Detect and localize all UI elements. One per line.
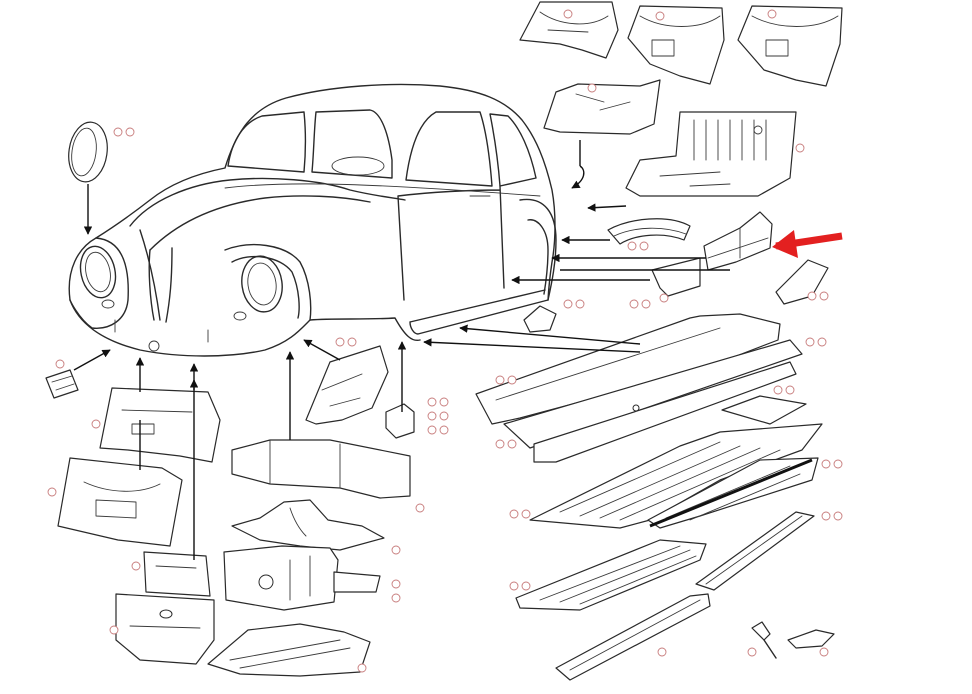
- rear-apron-3-part: [737, 5, 843, 87]
- floor-plate-small-part: [721, 395, 807, 425]
- rear-apron-1-part: [519, 1, 619, 59]
- floor-pan-half-part: [515, 539, 711, 681]
- running-board-bracket-part: [651, 257, 701, 297]
- highlight-arrowhead: [772, 230, 798, 258]
- front-beam-panel-part: [143, 551, 211, 597]
- front-floor-lower-part: [115, 593, 215, 665]
- heater-channel-end-highlighted-part: [703, 211, 773, 271]
- rear-inner-panel-part: [543, 79, 661, 135]
- heater-channel-long-part: [475, 313, 781, 425]
- frame-head-block-part: [223, 545, 381, 611]
- clip-part: [787, 629, 835, 649]
- front-floor-tray-part: [207, 623, 371, 677]
- front-apron-lower-part: [57, 457, 183, 547]
- floor-strip-part: [695, 511, 815, 591]
- front-apron-upper-part: [99, 387, 221, 463]
- callout-markers: [47, 9, 843, 673]
- front-inner-wing-part: [305, 345, 389, 425]
- bolt-part: [751, 621, 777, 659]
- car-body-shell: [68, 83, 557, 357]
- sill-bracket-small-part: [523, 305, 557, 333]
- frame-head-upper-part: [231, 439, 411, 499]
- rear-floor-pan-part: [625, 111, 797, 197]
- rear-apron-2-part: [627, 5, 725, 85]
- floor-pan-large-1-part: [529, 423, 823, 529]
- connector-arrows: [73, 140, 730, 560]
- rear-wheel-arch-part: [607, 218, 691, 245]
- headlight-bucket-part: [68, 121, 108, 183]
- frame-head-mid-part: [231, 499, 385, 551]
- bulkhead-bracket-part: [385, 403, 415, 439]
- front-apron-bracket-part: [45, 369, 79, 399]
- rear-quarter-bracket-part: [775, 259, 829, 305]
- heater-channel-inner-part: [503, 339, 803, 463]
- floor-pan-large-2-part: [647, 457, 819, 529]
